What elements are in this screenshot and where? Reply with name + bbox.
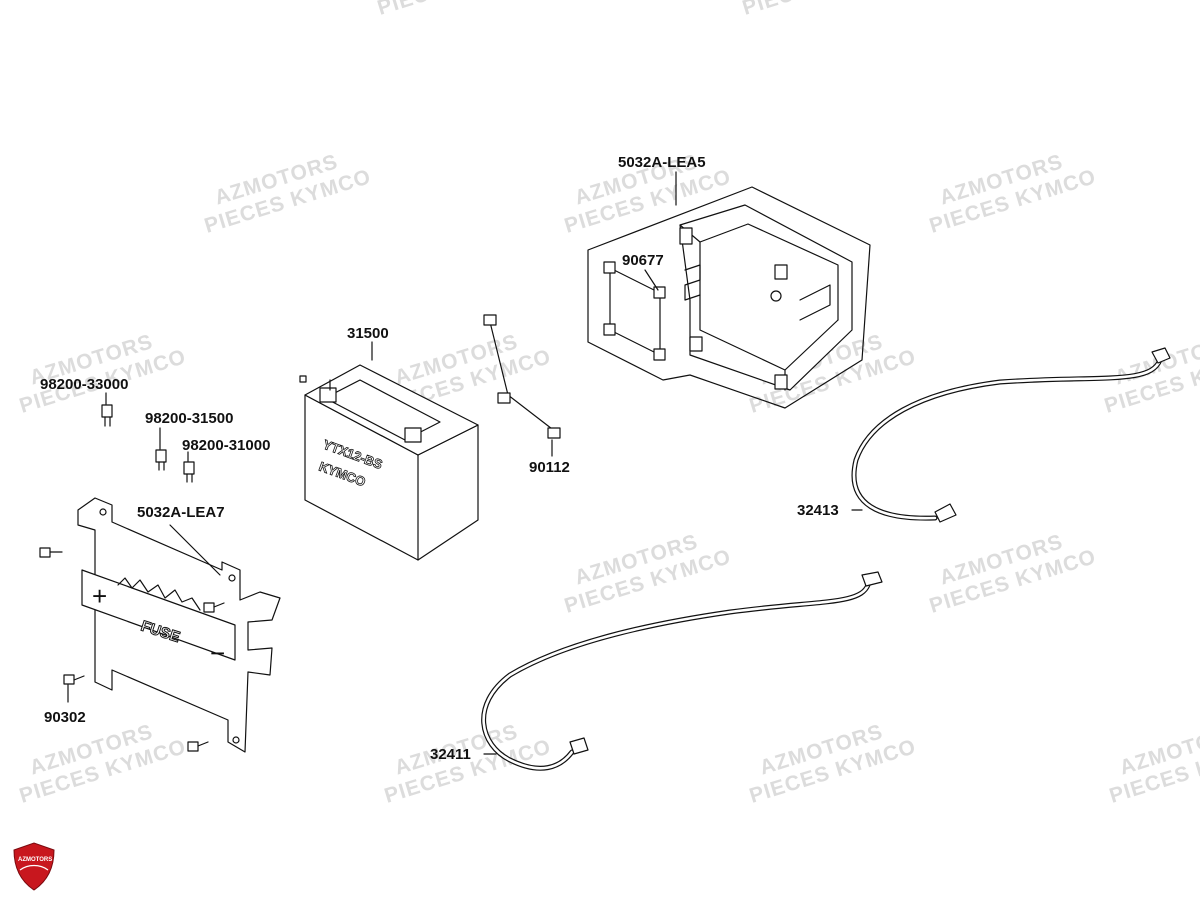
battery-terminal	[404, 427, 422, 443]
cable-terminal	[934, 503, 957, 523]
plus-sign: +	[92, 581, 107, 611]
bolt-head	[63, 674, 75, 685]
bolt-head	[39, 547, 51, 558]
battery-cable-32413: 32413	[797, 347, 1171, 523]
battery-case-rim	[699, 223, 839, 321]
watermark: AZMOTORS PIECES KYMCO	[17, 330, 189, 418]
battery-bolt	[299, 375, 307, 383]
battery: KYMCO YTX12-BS 31500	[299, 325, 479, 561]
watermark: AZMOTORS PIECES KYMCO	[927, 530, 1099, 618]
watermark: AZMOTORS PIECES KYMCO	[747, 720, 919, 808]
fuse-slots	[117, 577, 201, 611]
plate-bolt-set: 90302	[39, 547, 225, 752]
fuse-10a: 98200-31000	[182, 437, 270, 483]
fuse-box-plate: + − FUSE 5032A-LEA7	[77, 497, 281, 753]
battery-case-slot	[799, 284, 831, 321]
battery-lid	[324, 379, 441, 441]
battery-terminal	[319, 387, 337, 403]
battery-case-inner	[699, 241, 839, 371]
pad-strip	[609, 267, 661, 294]
bolt-guide	[507, 394, 557, 433]
fuse-body	[183, 461, 195, 475]
battery-case-tab	[774, 374, 788, 390]
bolt-shaft	[213, 602, 225, 608]
watermark: PIECES KYMCO	[375, 0, 547, 20]
rubber-pad-set: 90677	[603, 252, 666, 361]
battery-cable-32411: 32411	[430, 571, 883, 771]
leader-line	[169, 524, 221, 576]
bolt-head	[187, 741, 199, 752]
bolt-head	[203, 602, 215, 613]
part-label-fuse-10a: 98200-31000	[182, 437, 270, 454]
part-label-fuse-box-plate: 5032A-LEA7	[137, 504, 225, 521]
part-label-battery-case: 5032A-LEA5	[618, 154, 706, 171]
bolt-shaft	[197, 741, 209, 747]
rubber-pad	[653, 348, 666, 361]
watermark: AZMOTORS PIECES KYMCO	[562, 530, 734, 618]
battery-case-tab	[679, 227, 693, 245]
rubber-pad	[653, 286, 666, 299]
fuse-15a: 98200-31500	[145, 410, 233, 471]
watermark: AZMOTORS PIECES KYMCO	[1107, 720, 1200, 808]
cable-core	[852, 358, 1162, 520]
part-label-battery: 31500	[347, 325, 389, 342]
watermark-line2: PIECES KYMCO	[740, 0, 912, 20]
cable-core	[482, 583, 870, 770]
bolt-head	[497, 392, 511, 404]
rubber-pad	[603, 323, 616, 336]
rubber-pad	[603, 261, 616, 274]
part-label-cable-32413: 32413	[797, 502, 839, 519]
plate-hole	[228, 574, 236, 582]
logo-text: AZMOTORS	[18, 857, 52, 863]
bolt-head	[547, 427, 561, 439]
part-label-cable-32411: 32411	[430, 746, 471, 763]
fuse-body	[155, 449, 167, 463]
cable-terminal	[861, 571, 883, 587]
watermark: AZMOTORS PIECES KYMCO	[202, 150, 374, 238]
fuse-30a: 98200-33000	[40, 376, 128, 427]
azmotors-logo: AZMOTORS	[13, 842, 55, 891]
cable-terminal	[569, 737, 589, 755]
plate-hole	[232, 736, 240, 744]
logo-shield	[13, 842, 55, 891]
cable-sheath	[851, 357, 1163, 521]
watermark: PIECES KYMCO	[740, 0, 912, 20]
watermark-line2: PIECES KYMCO	[375, 0, 547, 20]
pad-strip	[609, 329, 661, 356]
battery-case-hole	[770, 290, 782, 302]
bolt-guide	[489, 321, 509, 396]
battery-case-tab	[774, 264, 788, 280]
part-label-bolt-90302: 90302	[44, 709, 86, 726]
part-label-fuse-30a: 98200-33000	[40, 376, 128, 393]
part-label-rubber-pad: 90677	[622, 252, 664, 269]
bolt-head	[483, 314, 497, 326]
battery-case: 5032A-LEA5	[587, 154, 871, 409]
part-label-bolt-90112: 90112	[529, 459, 570, 476]
battery-bolt-set: 90112	[483, 314, 570, 476]
plate-hole	[99, 508, 107, 516]
watermark: AZMOTORS PIECES KYMCO	[927, 150, 1099, 238]
watermark: AZMOTORS PIECES KYMCO	[17, 720, 189, 808]
logo-swoosh	[19, 864, 49, 871]
fuse-holder	[81, 569, 236, 661]
part-label-fuse-15a: 98200-31500	[145, 410, 233, 427]
battery-case-outline	[587, 186, 871, 409]
leader-line	[644, 269, 659, 291]
cable-terminal	[1151, 347, 1171, 364]
bolt-shaft	[73, 675, 85, 681]
minus-sign: −	[210, 638, 225, 668]
battery-case-tab	[689, 336, 703, 352]
battery-case-rib	[684, 264, 701, 301]
fuse-body	[101, 404, 113, 418]
